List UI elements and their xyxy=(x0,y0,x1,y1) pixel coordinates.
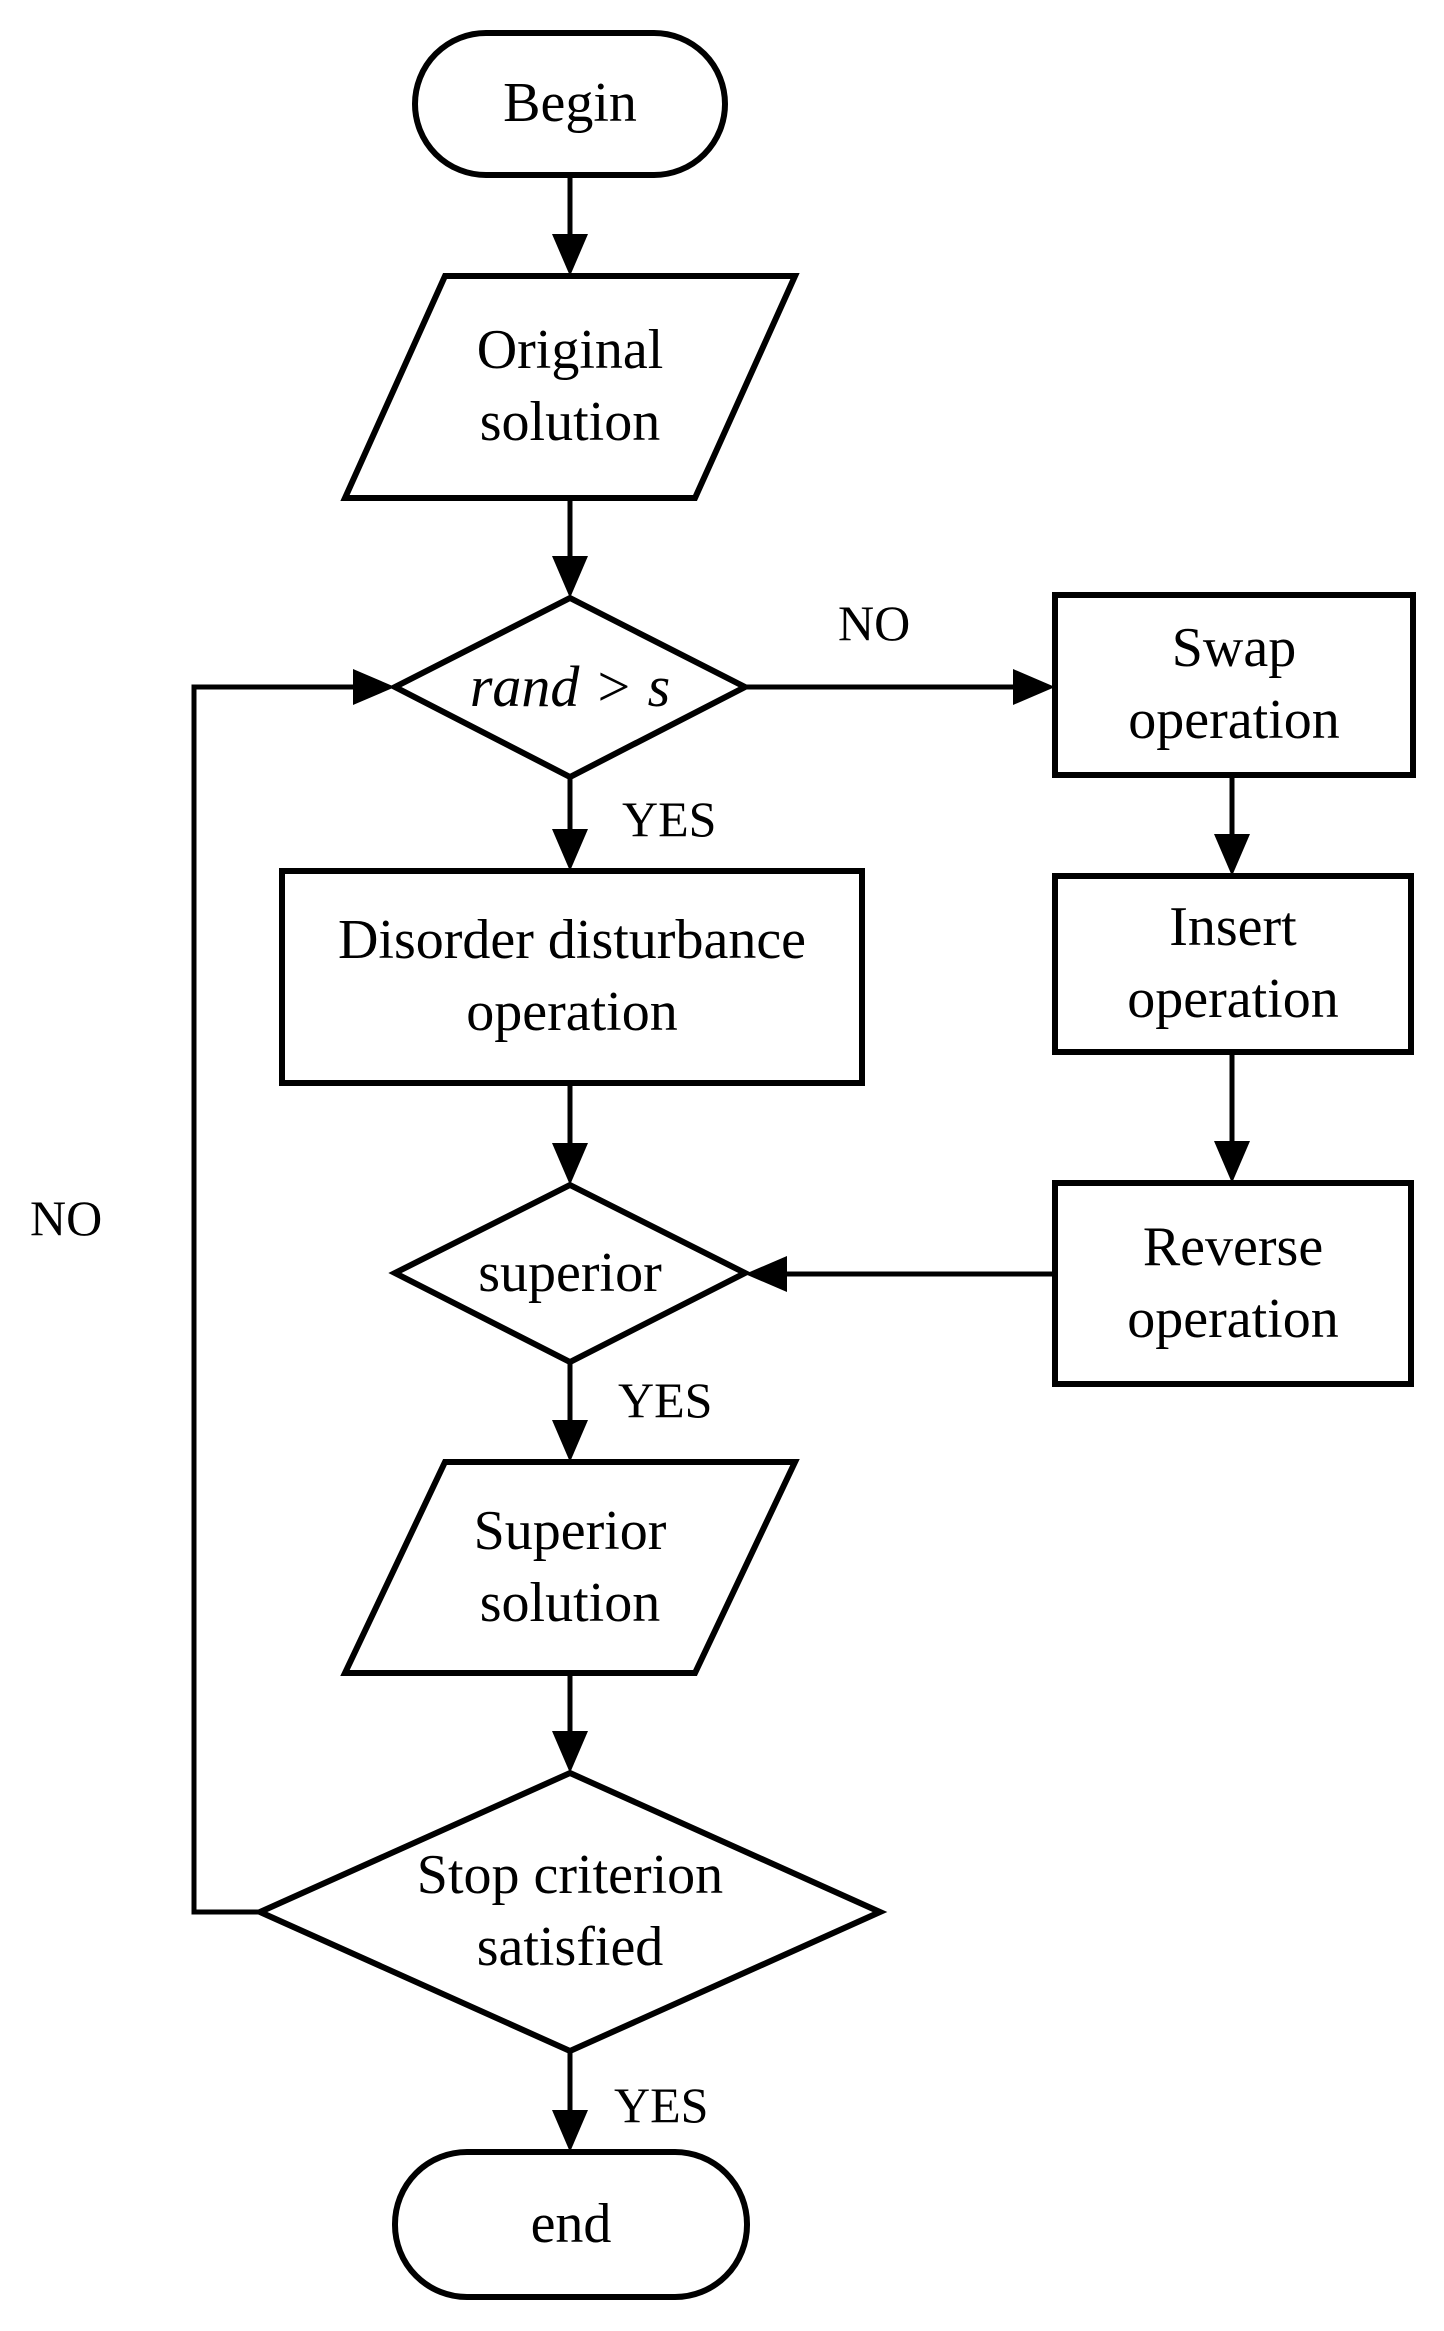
arrowhead-loop-into-rand xyxy=(353,669,395,705)
edge-stop-no-loop xyxy=(191,684,359,1915)
arrowhead-into-swap xyxy=(1013,669,1055,705)
arrowhead-into-original xyxy=(552,234,588,276)
superior-decision-diamond-shape xyxy=(388,1181,752,1366)
arrowhead-into-superior-right xyxy=(745,1256,787,1292)
arrowhead-into-insert xyxy=(1214,834,1250,876)
arrowhead-into-end xyxy=(552,2110,588,2152)
arrowhead-into-stop xyxy=(552,1731,588,1773)
rand-decision-diamond-shape xyxy=(388,594,752,781)
arrowhead-into-rand xyxy=(552,556,588,598)
end-terminator-shape xyxy=(392,2149,750,2300)
original-solution-parallelogram-shape xyxy=(340,273,800,501)
arrowhead-into-reverse xyxy=(1214,1141,1250,1183)
stop-decision-diamond-shape xyxy=(252,1769,888,2055)
reverse-operation-process-shape xyxy=(1052,1180,1414,1387)
swap-operation-process-shape xyxy=(1052,592,1416,778)
arrowhead-into-solution xyxy=(552,1420,588,1462)
arrowhead-into-disorder xyxy=(552,829,588,871)
insert-operation-process-shape xyxy=(1052,873,1414,1055)
superior-solution-parallelogram-shape xyxy=(340,1459,800,1676)
arrowheads xyxy=(353,234,1250,2152)
node-shapes xyxy=(252,30,1416,2300)
disorder-operation-process-shape xyxy=(279,868,865,1086)
arrowhead-into-superior xyxy=(552,1143,588,1185)
connectors xyxy=(191,175,1235,2116)
begin-terminator-shape xyxy=(412,30,728,178)
